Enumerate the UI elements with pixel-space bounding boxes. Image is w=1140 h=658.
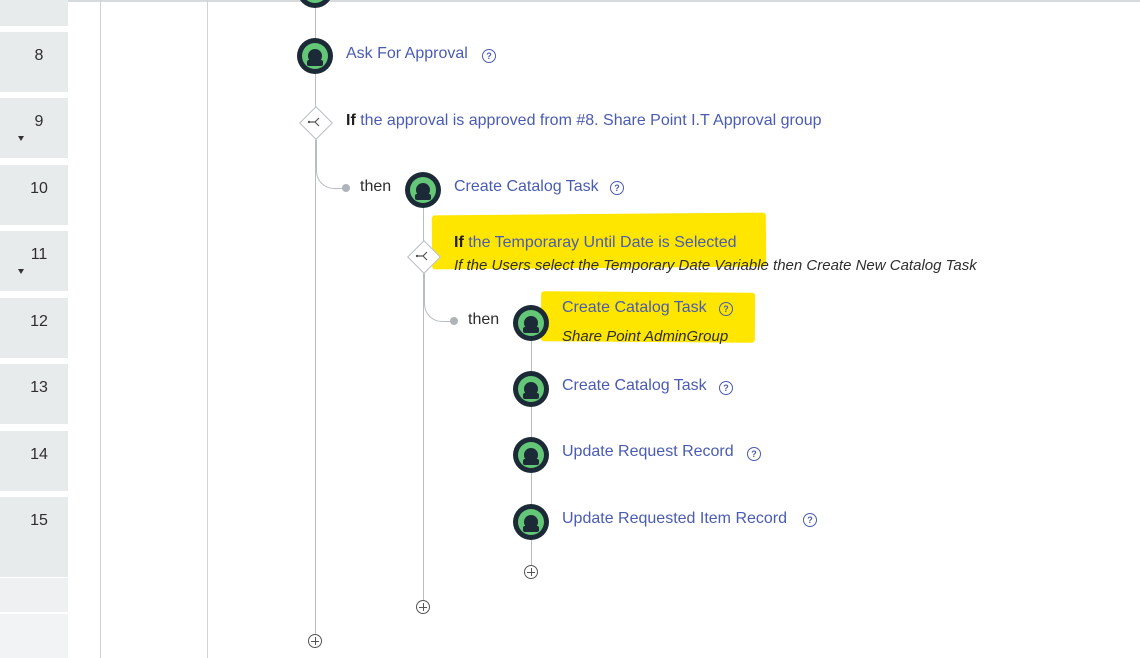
- flow-connector: [316, 140, 343, 189]
- column-divider: [207, 0, 208, 658]
- branch-icon: [415, 251, 428, 261]
- step-create-catalog-task[interactable]: Create Catalog Task: [454, 178, 599, 195]
- action-step-icon[interactable]: [513, 371, 549, 407]
- then-label: then: [360, 178, 392, 195]
- if-keyword: If: [454, 234, 464, 251]
- if-keyword: If: [346, 112, 356, 129]
- top-border: [0, 0, 1140, 2]
- action-step-icon[interactable]: [405, 172, 441, 208]
- row-cell-filler: [0, 614, 68, 658]
- flow-connector: [424, 270, 451, 322]
- row-number-column: 8 9 10 11 12 13 14 15: [0, 0, 68, 658]
- then-label: then: [468, 311, 500, 328]
- action-step-icon[interactable]: [513, 504, 549, 540]
- condition-text: the approval is approved from #8. Share …: [360, 112, 822, 129]
- step-ask-for-approval[interactable]: Ask For Approval: [346, 45, 468, 62]
- add-step-plus-circle-icon[interactable]: [308, 634, 322, 648]
- question-circle-icon[interactable]: ?: [482, 49, 496, 63]
- action-step-icon[interactable]: [513, 305, 549, 341]
- row-number: 12: [30, 313, 48, 330]
- row-number: 14: [30, 446, 48, 463]
- flow-connector: [315, 0, 316, 635]
- step-create-catalog-task[interactable]: Create Catalog Task: [562, 299, 707, 316]
- row-number: 11: [30, 246, 48, 263]
- question-circle-icon[interactable]: ?: [610, 181, 624, 195]
- row-cell-8[interactable]: 8: [0, 32, 68, 92]
- collapse-caret-icon[interactable]: [18, 269, 24, 274]
- row-number: 8: [34, 47, 44, 64]
- row-cell-filler: [0, 578, 68, 612]
- flow-connector: [423, 200, 424, 600]
- collapse-caret-icon[interactable]: [18, 136, 24, 141]
- question-circle-icon[interactable]: ?: [719, 381, 733, 395]
- connector-dot: [450, 317, 458, 325]
- row-cell-7: [0, 0, 68, 26]
- condition-text: the Temporaray Until Date is Selected: [468, 234, 737, 251]
- step-create-catalog-task[interactable]: Create Catalog Task: [562, 377, 707, 394]
- add-step-plus-circle-icon[interactable]: [416, 600, 430, 614]
- row-cell-9[interactable]: 9: [0, 98, 68, 158]
- action-step-icon[interactable]: [297, 0, 333, 8]
- row-cell-11[interactable]: 11: [0, 231, 68, 291]
- step-update-request-record[interactable]: Update Request Record: [562, 443, 734, 460]
- row-cell-15[interactable]: 15: [0, 497, 68, 577]
- condition-annotation: If the Users select the Temporary Date V…: [454, 257, 977, 274]
- row-number: 15: [30, 512, 48, 529]
- question-circle-icon[interactable]: ?: [719, 302, 733, 316]
- add-step-plus-circle-icon[interactable]: [524, 565, 538, 579]
- row-number: 13: [30, 379, 48, 396]
- row-number: 10: [30, 180, 48, 197]
- row-cell-14[interactable]: 14: [0, 431, 68, 491]
- step-update-requested-item-record[interactable]: Update Requested Item Record: [562, 510, 788, 527]
- column-divider: [100, 0, 101, 658]
- row-number: 9: [34, 113, 44, 130]
- condition-if-temporary-date[interactable]: If the Temporaray Until Date is Selected: [454, 234, 737, 252]
- row-cell-10[interactable]: 10: [0, 165, 68, 225]
- action-step-icon[interactable]: [513, 437, 549, 473]
- condition-if-approved[interactable]: If the approval is approved from #8. Sha…: [346, 112, 822, 130]
- question-circle-icon[interactable]: ?: [747, 447, 761, 461]
- question-circle-icon[interactable]: ?: [803, 513, 817, 527]
- action-step-icon[interactable]: [297, 38, 333, 74]
- connector-dot: [342, 184, 350, 192]
- row-cell-12[interactable]: 12: [0, 298, 68, 358]
- branch-icon: [307, 117, 320, 127]
- row-cell-13[interactable]: 13: [0, 364, 68, 424]
- step-annotation: Share Point AdminGroup: [562, 328, 729, 345]
